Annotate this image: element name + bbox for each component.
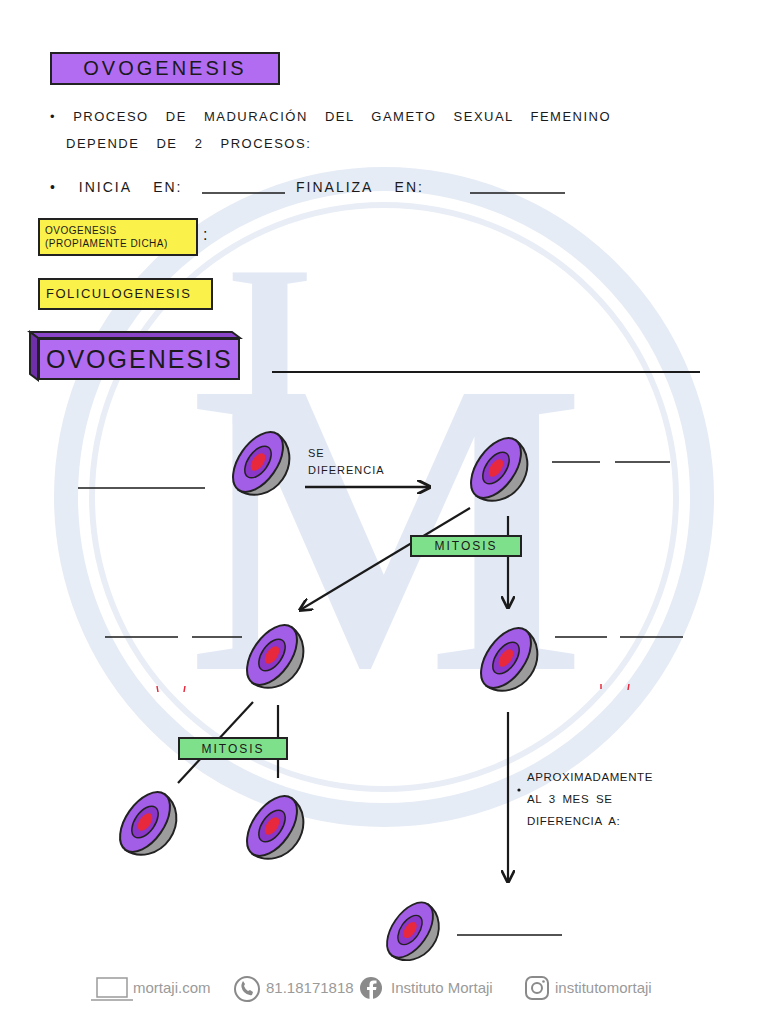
laptop-icon [97, 978, 127, 997]
arrow [300, 508, 470, 610]
blank-line [105, 636, 178, 638]
cell-illustration [378, 894, 451, 971]
blank-line [620, 636, 683, 638]
arrow [507, 712, 509, 882]
blank-line [470, 192, 565, 194]
cell-illustration [223, 423, 302, 507]
blank-line [202, 192, 285, 194]
node-text: MITOSIS [184, 742, 282, 756]
blank-line [272, 371, 700, 373]
blank-line [192, 636, 242, 638]
cell-illustration [378, 894, 451, 971]
watermark-ring [66, 179, 702, 815]
heading-block: OVOGENESIS [38, 338, 240, 380]
ditto-mark [157, 686, 158, 692]
phone-icon [235, 977, 259, 1001]
bullet-dot [517, 788, 520, 791]
blank-line [552, 461, 600, 463]
note-text: APROXIMADAMENTE AL 3 MES SE DIFERENCIA A… [527, 766, 669, 832]
cell-illustration [110, 783, 189, 867]
facebook-icon [360, 977, 382, 999]
facebook-icon [367, 981, 377, 1000]
colon-mark: : [203, 226, 215, 244]
cell-illustration [461, 429, 540, 513]
footer-text: 81.18171818 [266, 979, 366, 997]
process-box: FOLICULOGENESIS [38, 278, 213, 310]
arrow-label: SE DIFERENCIA [308, 445, 398, 479]
process-box: OVOGENESIS (PROPIAMENTE DICHA) [38, 218, 198, 256]
instagram-icon [542, 980, 545, 983]
process-tag: MITOSIS [178, 737, 288, 760]
cell-illustration [237, 616, 316, 700]
node-text: OVOGENESIS [46, 345, 232, 373]
laptop-icon [91, 999, 133, 1001]
ditto-mark [184, 686, 185, 692]
footer-text: mortaji.com [133, 979, 243, 997]
instagram-icon [532, 983, 542, 993]
arrow [305, 486, 430, 488]
block-side-face [30, 332, 38, 380]
blank-line [555, 636, 607, 638]
intro-note: • PROCESO DE MADURACIÓN DEL GAMETO SEXUA… [50, 103, 670, 157]
node-text: OVOGENESIS (PROPIAMENTE DICHA) [45, 224, 185, 250]
cell-illustration [237, 787, 316, 871]
instagram-icon [526, 977, 548, 999]
phone-icon [241, 981, 253, 995]
blank-line [457, 934, 562, 936]
title-box: OVOGENESIS [50, 52, 280, 85]
node-text: MITOSIS [416, 539, 516, 553]
blank-line [615, 461, 670, 463]
process-tag: MITOSIS [410, 535, 522, 557]
footer-text: institutomortaji [555, 979, 695, 997]
footer-text: Instituto Mortaji [391, 979, 526, 997]
ditto-mark [600, 684, 602, 689]
field-label: • INICIA EN: [50, 178, 210, 196]
blank-line [78, 487, 205, 489]
node-text: FOLICULOGENESIS [46, 286, 205, 302]
ditto-mark [628, 684, 629, 690]
field-label: FINALIZA EN: [296, 178, 476, 196]
cell-illustration [471, 619, 550, 703]
arrow [507, 516, 509, 608]
title-text: OVOGENESIS [83, 57, 246, 80]
